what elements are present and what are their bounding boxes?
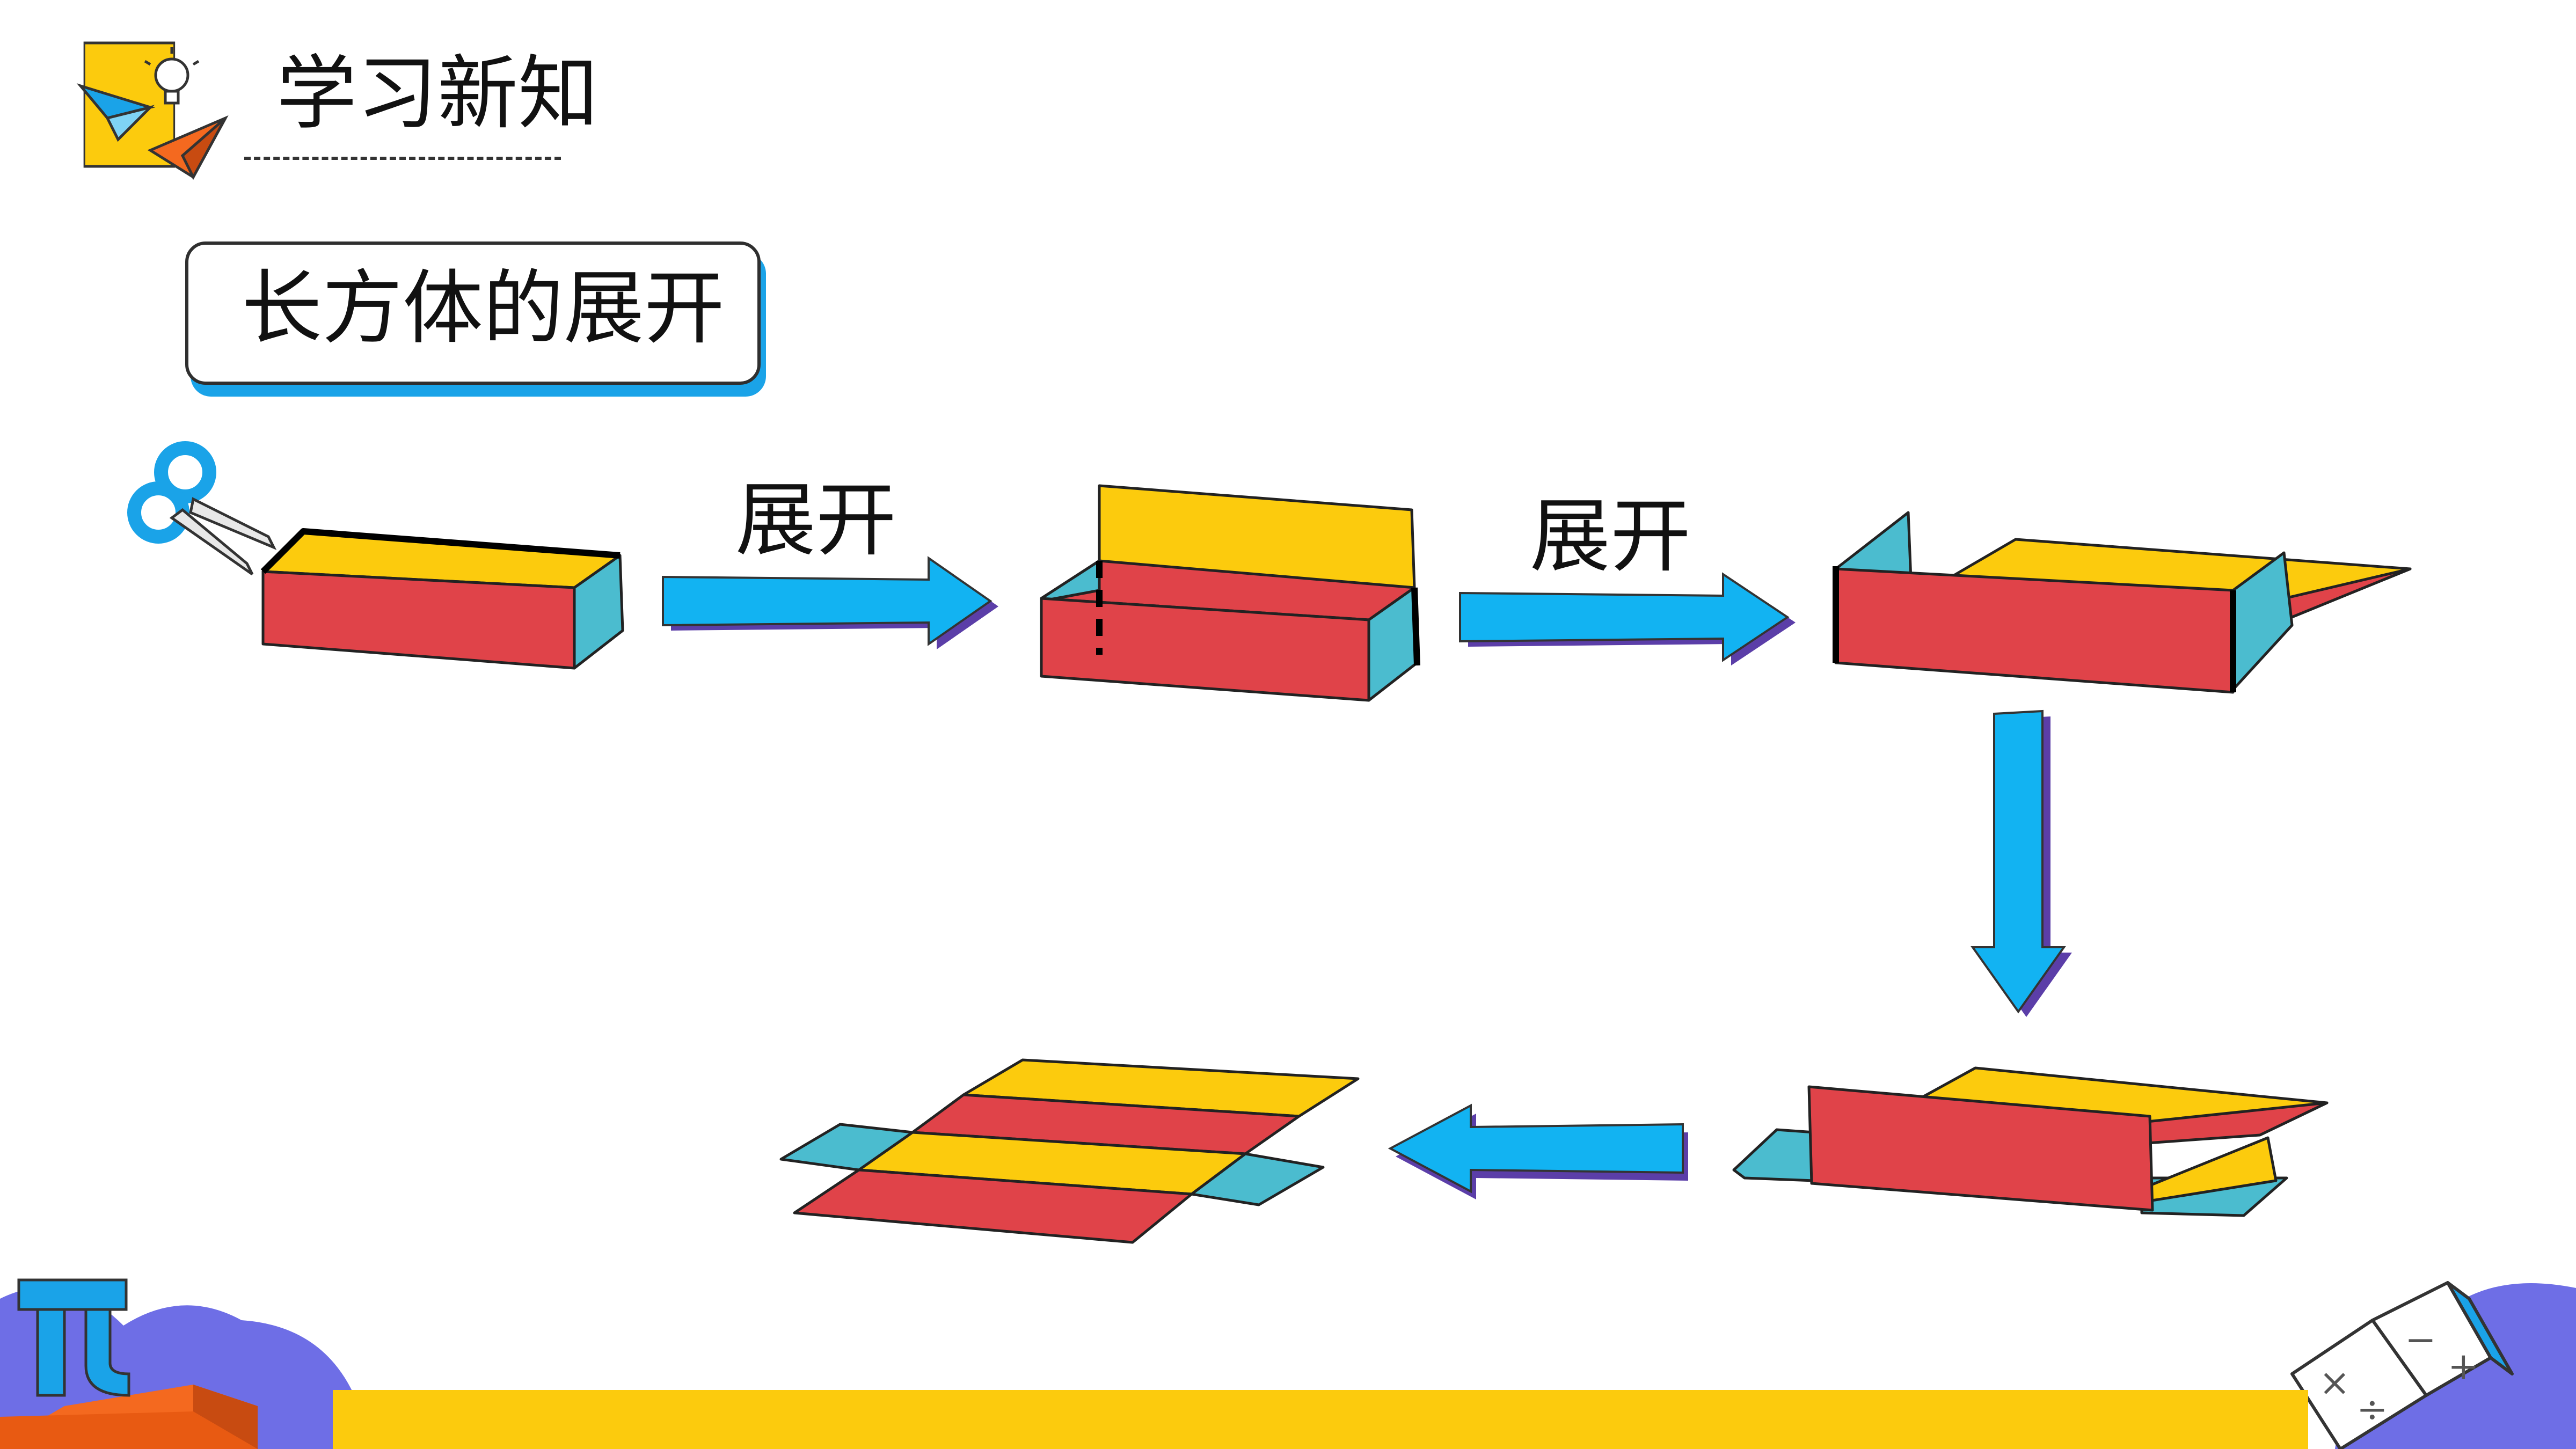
- section-heading-box: [185, 241, 761, 385]
- stage4-partial-unfold: [1732, 1066, 2329, 1217]
- scissors-icon: [127, 441, 277, 576]
- stage1-front-face: [261, 570, 576, 670]
- section-heading: 长方体的展开: [242, 262, 725, 355]
- unfold-label-1: 展开: [735, 474, 897, 567]
- svg-text:×: ×: [2319, 1360, 2351, 1404]
- paper-plane-icon: [76, 83, 229, 180]
- stage3-sides-open: [1833, 511, 2412, 694]
- stage1-side-face: [573, 554, 624, 670]
- footer-strip: [333, 1390, 2308, 1449]
- svg-text:−: −: [2405, 1318, 2436, 1362]
- pi-icon: [17, 1278, 130, 1397]
- svg-text:÷: ÷: [2356, 1387, 2388, 1431]
- page-title: 学习新知: [276, 47, 599, 141]
- open-book-icon: × ÷ − +: [2290, 1281, 2514, 1449]
- stage4-left-flap: [1732, 1128, 1816, 1182]
- stage1-cut-line: [260, 528, 621, 574]
- arrow-down: [1971, 709, 2072, 1017]
- unfold-label-2: 展开: [1530, 490, 1691, 583]
- arrow-left: [1388, 1103, 1688, 1199]
- stage1-cuboid: [260, 528, 624, 670]
- stage4-standing-face: [1807, 1085, 2154, 1212]
- arrow-right-2: [1459, 572, 1796, 665]
- net-right-cyan: [1190, 1152, 1325, 1206]
- stage5-net: [779, 1058, 1360, 1244]
- svg-text:+: +: [2448, 1344, 2479, 1388]
- stage2-open-top: [1040, 484, 1420, 702]
- title-underline: [244, 157, 561, 160]
- arrow-right-1: [662, 556, 998, 649]
- stage3-front-face: [1834, 567, 2235, 694]
- net-left-cyan: [779, 1123, 914, 1172]
